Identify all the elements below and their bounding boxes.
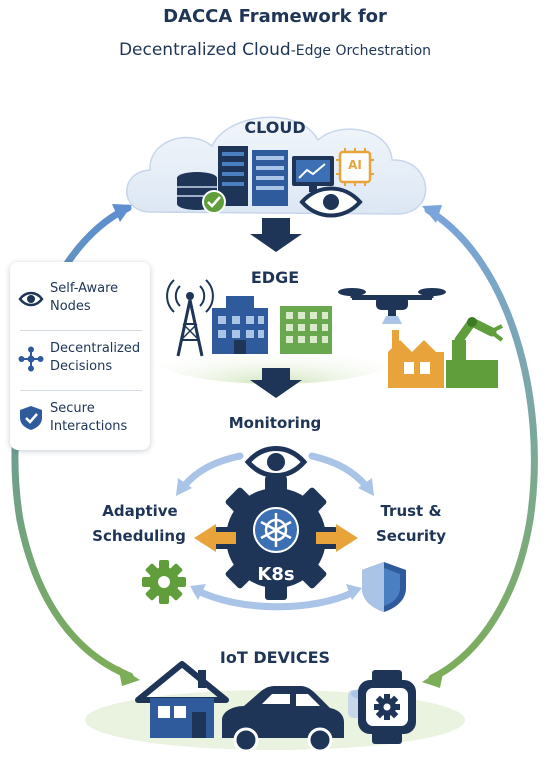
- sidebar-item-label: Decentralized Decisions: [50, 340, 150, 376]
- subtitle-rest: -Edge Orchestration: [290, 43, 432, 59]
- right-flow-arc: [424, 206, 538, 682]
- server-rack-icon: [218, 146, 288, 206]
- k8s-to-security-arrow: [316, 524, 358, 552]
- sidebar-item-line1: Secure: [50, 401, 95, 416]
- left-arc-arrowhead-bottom: [118, 666, 140, 686]
- smart-home-icon: [135, 661, 229, 738]
- sidebar-item-line2: Interactions: [50, 419, 128, 434]
- analytics-monitor-icon: [292, 156, 334, 192]
- eye-icon: [18, 291, 44, 307]
- right-arc-arrowhead-bottom: [422, 668, 444, 688]
- sidebar-item-line2: Decisions: [50, 359, 113, 374]
- network-nodes-icon: [18, 346, 44, 372]
- check-badge-icon: [202, 190, 226, 214]
- cloud-eye-icon: [299, 186, 363, 218]
- subtitle-main: Decentralized Cloud: [118, 40, 291, 60]
- edge-building-icon: [212, 296, 268, 354]
- iot-devices-label: IoT DEVICES: [219, 648, 331, 667]
- cloud-to-edge-arrow: [250, 218, 302, 252]
- ai-chip-icon: [336, 148, 374, 186]
- trust-security-label-line1: Trust &: [380, 502, 442, 520]
- feature-sidebar: Self-Aware Nodes Decentralized Decisions…: [10, 262, 150, 450]
- cloud-label: CLOUD: [244, 118, 306, 137]
- sidebar-item-line2: Nodes: [50, 299, 91, 314]
- settings-gear-icon: [142, 560, 186, 604]
- left-arc-arrowhead-top: [112, 204, 132, 222]
- sidebar-item-secure-interactions: Secure Interactions: [10, 392, 150, 448]
- shield-check-icon: [20, 406, 42, 430]
- monitoring-eye-icon: [244, 446, 308, 478]
- security-shield-icon: [362, 562, 406, 612]
- ai-badge-label: AI: [348, 158, 362, 172]
- factory-robot-arm-icon: [388, 317, 504, 388]
- right-arc-arrowhead-top: [422, 205, 442, 223]
- diagram-title: DACCA Framework for: [163, 6, 387, 27]
- cycle-arrow-left-top: [180, 452, 244, 490]
- sidebar-item-self-aware-nodes: Self-Aware Nodes: [10, 272, 150, 328]
- edge-label: EDGE: [250, 268, 300, 287]
- sidebar-item-line1: Self-Aware: [50, 281, 119, 296]
- drone-icon: [338, 288, 446, 324]
- sidebar-item-decentralized-decisions: Decentralized Decisions: [10, 332, 150, 388]
- k8s-to-scheduling-arrow: [194, 524, 236, 552]
- diagram-subtitle: Decentralized Cloud-Edge Orchestration: [0, 40, 550, 60]
- cell-tower-icon: [166, 279, 214, 357]
- sidebar-item-label: Self-Aware Nodes: [50, 280, 150, 316]
- trust-security-label-line2: Security: [375, 527, 447, 545]
- sidebar-divider: [20, 390, 142, 391]
- monitoring-label: Monitoring: [228, 414, 322, 432]
- k8s-label: K8s: [257, 564, 295, 585]
- smartwatch-icon: [358, 670, 416, 744]
- edge-green-building-icon: [280, 306, 332, 354]
- sidebar-divider: [20, 330, 142, 331]
- cycle-arrow-bottom: [192, 586, 358, 611]
- sidebar-item-line1: Decentralized: [50, 341, 141, 356]
- adaptive-scheduling-label-line1: Adaptive: [102, 502, 178, 520]
- car-icon: [222, 686, 344, 753]
- adaptive-scheduling-label-line2: Scheduling: [92, 527, 186, 545]
- sidebar-item-label: Secure Interactions: [50, 400, 150, 436]
- edge-to-monitoring-arrow: [250, 368, 302, 398]
- cycle-arrow-right-top: [308, 452, 370, 490]
